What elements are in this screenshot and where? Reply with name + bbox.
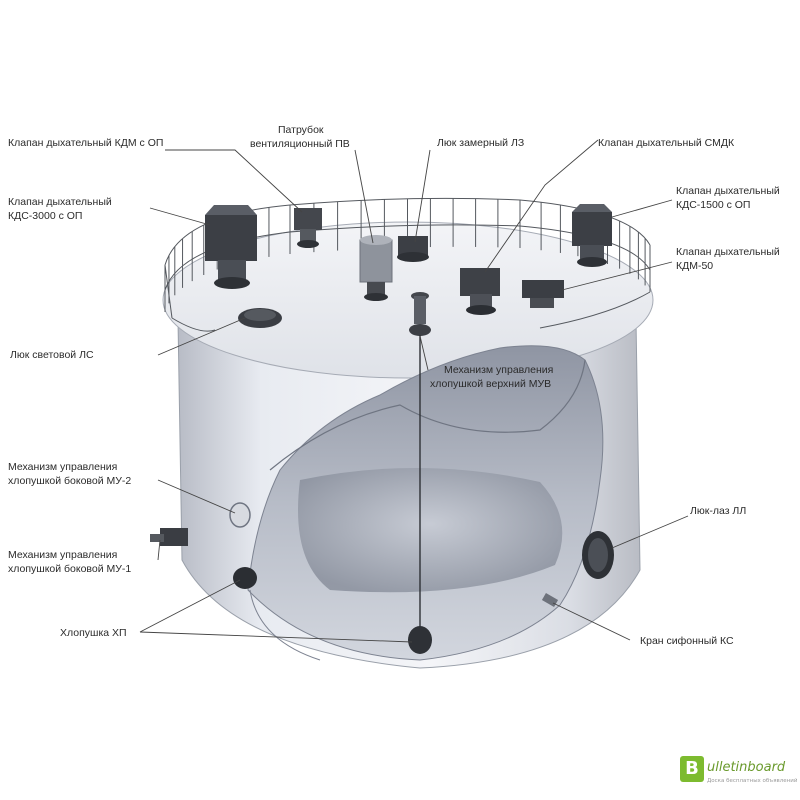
kds3000-valve <box>205 205 257 289</box>
label-luk-zamer: Люк замерный ЛЗ <box>437 137 524 149</box>
label-mu2-line2: хлопушкой боковой МУ-2 <box>8 475 131 487</box>
watermark-text: ulletinboard <box>707 760 786 775</box>
label-kdm50-line1: Клапан дыхательный <box>676 246 780 258</box>
label-hlopushka: Хлопушка ХП <box>60 627 127 639</box>
label-patrubok-line1: Патрубок <box>278 124 324 136</box>
label-mu2-line1: Механизм управления <box>8 461 117 473</box>
label-luk-svet: Люк световой ЛС <box>10 349 94 361</box>
smdk-valve <box>460 268 500 315</box>
label-kdm-op: Клапан дыхательный КДМ с ОП <box>8 137 163 149</box>
cutaway-interior <box>247 345 604 661</box>
label-muv-line1: Механизм управления <box>444 364 553 376</box>
label-kds1500-line1: Клапан дыхательный <box>676 185 780 197</box>
label-kds3000-line1: Клапан дыхательный <box>8 196 112 208</box>
label-mu1-line2: хлопушкой боковой МУ-1 <box>8 563 131 575</box>
muv-mechanism <box>408 292 432 654</box>
kdm-op-valve <box>294 208 322 248</box>
leader-lines <box>139 139 689 643</box>
label-muv-line2: хлопушкой верхний МУВ <box>430 378 551 390</box>
kds1500-valve <box>572 204 612 267</box>
side-mechanism-mu2 <box>229 502 251 528</box>
watermark-subtitle: Доска бесплатных объявлений <box>707 778 798 784</box>
label-kds3000-line2: КДС-3000 с ОП <box>8 210 82 222</box>
label-kran: Кран сифонный КС <box>640 635 734 647</box>
label-kds1500-line2: КДС-1500 с ОП <box>676 199 750 211</box>
light-hatch <box>238 308 282 328</box>
flap-hp <box>233 567 257 589</box>
label-kdm50-line2: КДМ-50 <box>676 260 713 272</box>
label-smdk: Клапан дыхательный СМДК <box>598 137 735 149</box>
kdm50-valve <box>522 280 564 308</box>
watermark-logo: B ulletinboard Доска бесплатных объявлен… <box>680 756 797 790</box>
side-mechanism-mu1 <box>150 528 188 546</box>
label-mu1-line1: Механизм управления <box>8 549 117 561</box>
ventilation-pipe <box>359 235 393 301</box>
label-patrubok-line2: вентиляционный ПВ <box>250 138 350 150</box>
manhole-ll <box>582 531 614 579</box>
watermark-badge: B <box>680 756 704 782</box>
callout-labels: Клапан дыхательный КДМ с ОП Клапан дыхат… <box>8 124 780 647</box>
label-luk-laz: Люк-лаз ЛЛ <box>690 505 746 517</box>
measuring-hatch <box>397 236 429 262</box>
